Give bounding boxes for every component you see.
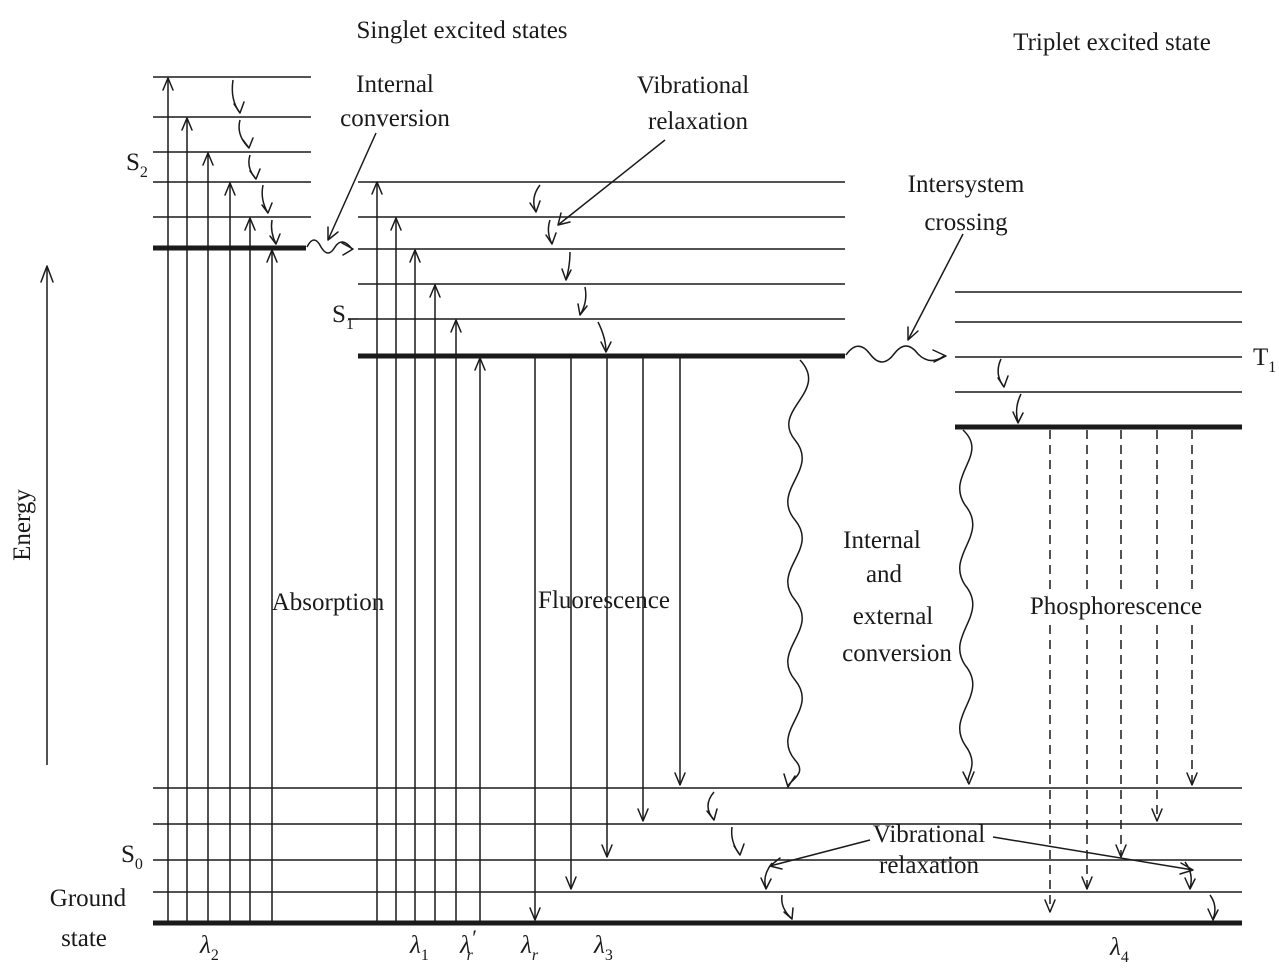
energy-label: Energy [9,489,36,561]
lambda-r-prime-label: λ′r [459,925,477,964]
t1-levels [955,291,1242,430]
absorption-arrows-s2 [162,77,278,923]
isc-label-2: crossing [924,209,1008,236]
lambda1-label: λ1 [409,932,429,964]
s2-vibrational-relaxation [231,79,281,245]
nonradiative-s1-arrow [783,359,810,788]
s2-label: S2 [126,149,148,181]
s1-levels [358,181,845,359]
int-ext-label-2: and [866,561,903,588]
phosphorescence-arrows [1044,430,1198,913]
lambda4-label: λ4 [1109,934,1129,966]
phosphorescence-label: Phosphorescence [1030,593,1202,620]
int-ext-label-4: conversion [842,640,952,667]
s1-label: S1 [332,301,354,333]
int-ext-label-1: Internal [843,527,921,554]
s0-vibrational-relaxation [706,791,1219,921]
internal-conversion-label-1: Internal [356,71,434,98]
t1-label: T1 [1253,344,1276,376]
s0-label: S0 [121,841,143,873]
fluorescence-arrows [529,358,686,921]
intersystem-crossing-arrow [845,345,947,363]
singlet-title: Singlet excited states [356,17,567,44]
vib-relax-top-pointer [557,139,666,226]
s2-levels [153,76,311,251]
absorption-label: Absorption [272,589,385,616]
ground-state-label-1: Ground [50,885,127,912]
t1-vibrational-relaxation [997,358,1024,424]
isc-label-1: Intersystem [908,171,1025,198]
lambda3-label: λ3 [593,932,613,964]
fluorescence-label: Fluorescence [538,587,670,614]
s1-vibrational-relaxation [529,184,612,353]
int-ext-label-3: external [853,603,934,630]
internal-conversion-arrow [306,239,354,256]
vib-relax-top-label-1: Vibrational [637,72,749,99]
s0-levels [153,787,1242,926]
vib-relax-bottom-pointers [769,836,1194,875]
vib-relax-bottom-label-1: Vibrational [873,821,985,848]
intersystem-crossing-pointer [907,233,964,341]
ground-state-label-2: state [61,925,107,952]
lambda2-label: λ2 [199,932,219,964]
internal-conversion-pointer [327,132,377,241]
absorption-arrows-s1 [371,181,486,923]
vib-relax-bottom-label-2: relaxation [879,852,979,879]
triplet-title: Triplet excited state [1013,29,1211,56]
vib-relax-top-label-2: relaxation [648,108,748,135]
internal-conversion-label-2: conversion [340,105,450,132]
nonradiative-t1-arrow [959,429,975,785]
lambda-r-label: λr [520,932,539,964]
energy-axis [40,265,54,765]
